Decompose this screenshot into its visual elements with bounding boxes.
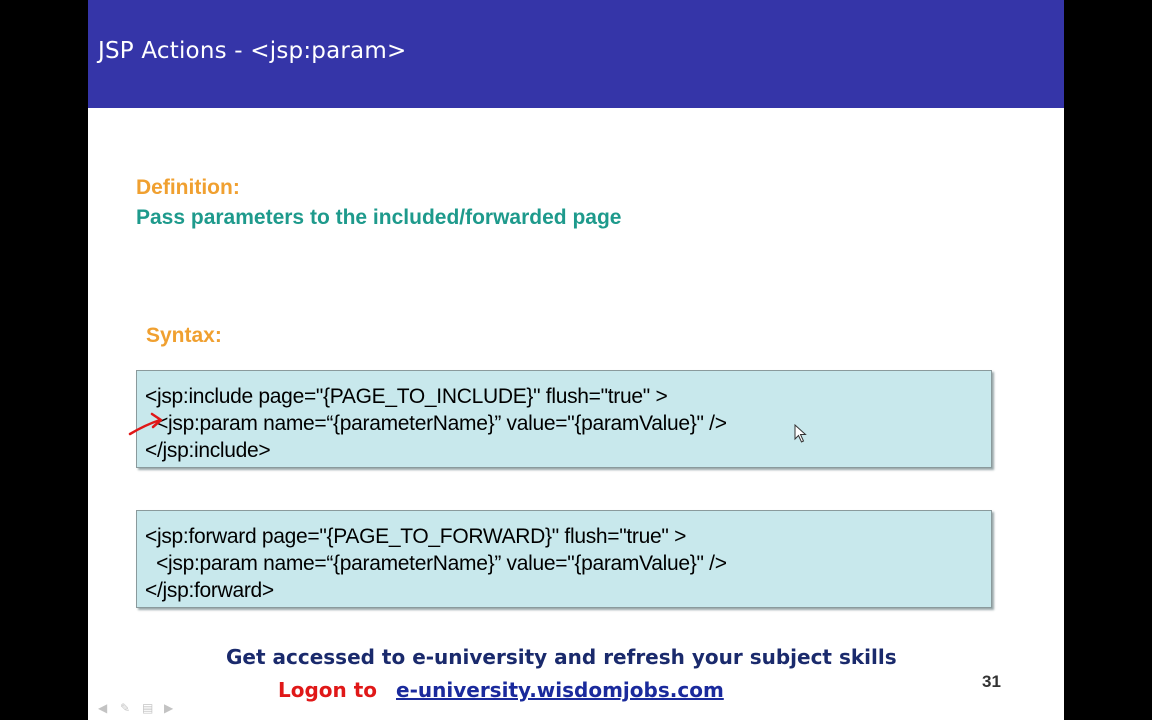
- logon-row: Logon to e-university.wisdomjobs.com: [278, 678, 724, 702]
- code-line: </jsp:include>: [145, 439, 271, 462]
- promo-text: Get accessed to e-university and refresh…: [226, 645, 897, 669]
- code-box-forward: <jsp:forward page="{PAGE_TO_FORWARD}" fl…: [136, 510, 992, 608]
- logon-label: Logon to: [278, 678, 378, 702]
- menu-icon[interactable]: ▤: [142, 701, 154, 715]
- e-university-link[interactable]: e-university.wisdomjobs.com: [396, 678, 724, 702]
- definition-text: Pass parameters to the included/forwarde…: [136, 206, 622, 229]
- slideshow-controls: ◀ ✎ ▤ ▶: [98, 702, 178, 714]
- red-arrow-icon: [128, 412, 163, 436]
- code-line: </jsp:forward>: [145, 579, 274, 602]
- pen-icon[interactable]: ✎: [120, 701, 131, 715]
- presentation-slide: JSP Actions - <jsp:param> Definition: Pa…: [88, 0, 1064, 720]
- page-number: 31: [982, 672, 1001, 691]
- code-line: <jsp:param name=“{parameterName}” value=…: [145, 552, 727, 575]
- slide-title-bar: JSP Actions - <jsp:param>: [88, 0, 1064, 108]
- mouse-pointer-icon: [794, 424, 807, 443]
- syntax-label: Syntax:: [146, 324, 222, 347]
- next-slide-icon[interactable]: ▶: [164, 701, 174, 715]
- slide-title: JSP Actions - <jsp:param>: [98, 38, 407, 64]
- previous-slide-icon[interactable]: ◀: [98, 701, 108, 715]
- code-line: <jsp:forward page="{PAGE_TO_FORWARD}" fl…: [145, 525, 687, 548]
- code-line: <jsp:param name=“{parameterName}” value=…: [145, 412, 727, 435]
- code-line: <jsp:include page="{PAGE_TO_INCLUDE}" fl…: [145, 385, 668, 408]
- code-box-include: <jsp:include page="{PAGE_TO_INCLUDE}" fl…: [136, 370, 992, 468]
- definition-label: Definition:: [136, 176, 240, 199]
